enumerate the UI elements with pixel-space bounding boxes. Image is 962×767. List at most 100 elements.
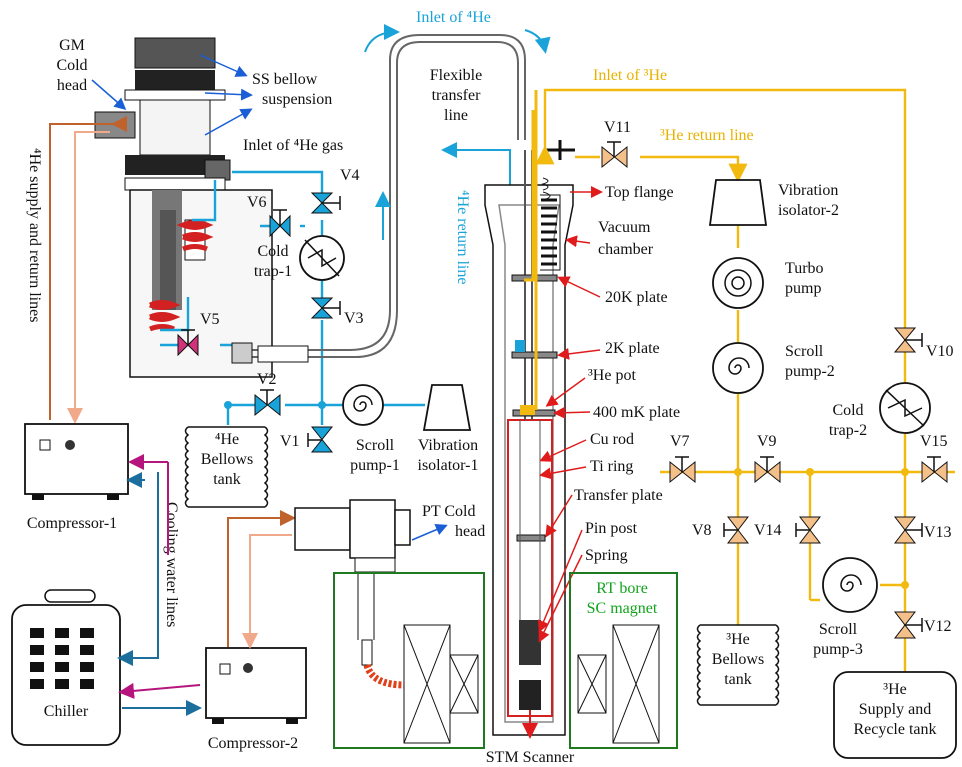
magnet-box-left xyxy=(334,573,484,748)
svg-text:GM: GM xyxy=(59,37,85,54)
svg-text:isolator-1: isolator-1 xyxy=(418,457,479,474)
valve-v11[interactable]: V11 xyxy=(602,119,631,167)
svg-text:V8: V8 xyxy=(692,522,712,539)
svg-text:V13: V13 xyxy=(924,524,952,541)
svg-text:³He: ³He xyxy=(726,631,749,648)
he3-bellows-tank: ³He Bellows tank xyxy=(698,625,779,705)
svg-text:³He: ³He xyxy=(883,681,906,698)
svg-text:Bellows: Bellows xyxy=(712,651,764,668)
svg-text:line: line xyxy=(444,107,468,124)
turbo-pump: Turbo pump xyxy=(713,258,824,308)
gm-cold-head-assembly xyxy=(95,38,272,377)
valve-v15[interactable]: V15 xyxy=(920,433,948,482)
valve-v7[interactable]: V7 xyxy=(670,433,695,482)
svg-text:trap-2: trap-2 xyxy=(829,422,867,439)
svg-text:RT bore: RT bore xyxy=(596,580,648,597)
svg-text:suspension: suspension xyxy=(262,91,332,108)
valve-v4[interactable]: V4 xyxy=(312,167,360,213)
svg-text:tank: tank xyxy=(213,471,241,488)
svg-text:Vibration: Vibration xyxy=(778,182,838,199)
svg-text:Transfer plate: Transfer plate xyxy=(574,487,663,504)
svg-text:trap-1: trap-1 xyxy=(254,263,292,280)
svg-text:isolator-2: isolator-2 xyxy=(778,202,839,219)
svg-text:Bellows: Bellows xyxy=(201,451,253,468)
svg-text:V14: V14 xyxy=(754,522,782,539)
svg-text:Scroll: Scroll xyxy=(819,621,858,638)
svg-text:tank: tank xyxy=(724,671,752,688)
svg-text:³He pot: ³He pot xyxy=(588,367,636,384)
svg-text:V12: V12 xyxy=(924,618,952,635)
gm-cold-head-label: GM Cold head xyxy=(56,37,87,94)
svg-text:Top flange: Top flange xyxy=(605,184,674,201)
scroll-pump-3: Scroll pump-3 xyxy=(813,558,877,658)
svg-text:Cold: Cold xyxy=(257,243,288,260)
scroll-pump-1: Scroll pump-1 xyxy=(343,385,400,474)
svg-text:Scroll: Scroll xyxy=(785,343,824,360)
svg-text:Scroll: Scroll xyxy=(356,437,395,454)
vibration-isolator-1: Vibration isolator-1 xyxy=(418,385,479,474)
svg-text:Turbo: Turbo xyxy=(785,260,824,277)
svg-text:V11: V11 xyxy=(604,119,631,136)
svg-text:SC magnet: SC magnet xyxy=(587,600,658,617)
compressor-2: Compressor-2 xyxy=(206,648,306,752)
svg-text:PT Cold: PT Cold xyxy=(422,503,476,520)
he3-supply-recycle-tank: ³He Supply and Recycle tank xyxy=(834,672,956,758)
svg-text:400 mK plate: 400 mK plate xyxy=(593,404,680,421)
svg-text:20K plate: 20K plate xyxy=(605,289,668,306)
cold-trap-1: Cold trap-1 xyxy=(254,236,344,280)
svg-text:Supply and: Supply and xyxy=(859,701,931,718)
scroll-pump-2: Scroll pump-2 xyxy=(713,343,835,393)
he4-bellows-tank: ⁴He Bellows tank xyxy=(186,427,268,507)
compressor-1: Compressor-1 xyxy=(25,424,128,532)
svg-text:V6: V6 xyxy=(247,194,267,211)
svg-text:transfer: transfer xyxy=(432,87,482,104)
svg-text:Flexible: Flexible xyxy=(430,67,482,84)
valve-v2[interactable]: V2 xyxy=(255,371,280,415)
he3-return-line-label: ³He return line xyxy=(660,127,754,144)
inlet-he3-label: Inlet of ³He xyxy=(593,67,667,84)
he4-return-line-label: ⁴He return line xyxy=(454,190,471,284)
valve-v13[interactable]: V13 xyxy=(895,517,952,543)
svg-text:V1: V1 xyxy=(280,433,300,450)
svg-text:Spring: Spring xyxy=(585,547,628,564)
svg-text:Vibration: Vibration xyxy=(418,437,478,454)
svg-text:Cold: Cold xyxy=(56,57,87,74)
flexible-transfer-label: Flexible transfer line xyxy=(430,67,482,124)
pt-cold-head-label: PT Cold head xyxy=(422,503,485,540)
svg-text:V2: V2 xyxy=(257,371,277,388)
cold-trap-2: Cold trap-2 xyxy=(829,383,930,439)
svg-text:V10: V10 xyxy=(926,343,954,360)
svg-text:Compressor-1: Compressor-1 xyxy=(27,515,117,532)
valve-v3[interactable]: V3 xyxy=(312,298,364,327)
valve-v1[interactable]: V1 xyxy=(280,427,332,452)
svg-text:STM Scanner: STM Scanner xyxy=(486,749,575,766)
svg-text:pump: pump xyxy=(785,280,821,297)
valve-v9[interactable]: V9 xyxy=(755,433,780,482)
svg-text:pump-3: pump-3 xyxy=(813,641,863,658)
svg-text:head: head xyxy=(57,77,87,94)
svg-text:V15: V15 xyxy=(920,433,948,450)
svg-text:⁴He: ⁴He xyxy=(215,431,239,448)
cooling-water-label: Cooling water lines xyxy=(163,502,180,627)
he4-supply-return-label: ⁴He supply and return lines xyxy=(26,148,43,322)
svg-text:Cold: Cold xyxy=(832,402,863,419)
svg-text:Chiller: Chiller xyxy=(44,703,89,720)
svg-text:head: head xyxy=(455,523,485,540)
svg-text:chamber: chamber xyxy=(598,241,654,258)
svg-text:V5: V5 xyxy=(200,311,220,328)
svg-text:2K plate: 2K plate xyxy=(605,340,660,357)
svg-text:Cu rod: Cu rod xyxy=(590,431,634,448)
valve-v12[interactable]: V12 xyxy=(895,612,952,638)
valve-v14[interactable]: V14 xyxy=(754,517,820,543)
svg-text:pump-2: pump-2 xyxy=(785,363,835,380)
svg-text:V7: V7 xyxy=(670,433,690,450)
svg-text:V3: V3 xyxy=(344,310,364,327)
vibration-isolator-2: Vibration isolator-2 xyxy=(710,180,839,225)
svg-text:Ti ring: Ti ring xyxy=(590,458,633,475)
svg-text:Pin post: Pin post xyxy=(585,520,638,537)
valve-v8[interactable]: V8 xyxy=(692,517,748,543)
inlet-he4-gas-label: Inlet of ⁴He gas xyxy=(243,137,343,154)
svg-text:V9: V9 xyxy=(757,433,777,450)
valve-v10[interactable]: V10 xyxy=(895,328,954,360)
